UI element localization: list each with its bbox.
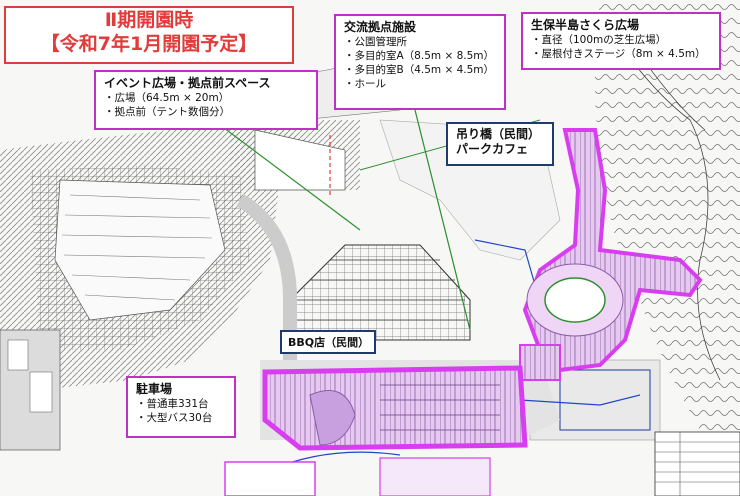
event-plaza-heading: イベント広場・拠点前スペース xyxy=(104,76,271,90)
bridge-cafe-box: 吊り橋（民間） パークカフェ xyxy=(446,122,554,166)
bbq-label: BBQ店（民間） xyxy=(288,336,370,349)
sakura-plaza-box: 生保半島さくら広場 ・直径（100mの芝生広場） ・屋根付きステージ（8m × … xyxy=(521,12,721,70)
exchange-facility-box: 交流拠点施設 ・公園管理所 ・多目的室A（8.5m × 8.5m） ・多目的室B… xyxy=(334,14,506,110)
parking-box: 駐車場 ・普通車331台 ・大型バス30台 xyxy=(126,376,236,438)
phase-title: Ⅱ期開園時 xyxy=(104,9,194,31)
event-plaza-box: イベント広場・拠点前スペース ・広場（64.5m × 20m） ・拠点前（テント… xyxy=(94,70,318,130)
event-plaza-item: ・拠点前（テント数個分） xyxy=(104,106,230,118)
sakura-plaza-item: ・直径（100mの芝生広場） xyxy=(531,34,667,46)
exchange-facility-item: ・ホール xyxy=(344,78,386,90)
sakura-plaza-item: ・屋根付きステージ（8m × 4.5m） xyxy=(531,48,706,60)
parking-item: ・大型バス30台 xyxy=(136,412,213,424)
sakura-plaza-heading: 生保半島さくら広場 xyxy=(531,18,640,32)
bbq-box: BBQ店（民間） xyxy=(280,330,376,354)
parking-item: ・普通車331台 xyxy=(136,398,209,410)
exchange-facility-heading: 交流拠点施設 xyxy=(344,20,417,34)
cafe-label: パークカフェ xyxy=(456,142,529,156)
event-plaza-item: ・広場（64.5m × 20m） xyxy=(104,92,230,104)
exchange-facility-item: ・多目的室A（8.5m × 8.5m） xyxy=(344,50,495,62)
exchange-facility-item: ・公園管理所 xyxy=(344,36,407,48)
opening-date: 【令和7年1月開園予定】 xyxy=(40,33,258,55)
phase-title-box: Ⅱ期開園時 【令和7年1月開園予定】 xyxy=(4,6,294,64)
exchange-facility-item: ・多目的室B（4.5m × 4.5m） xyxy=(344,64,495,76)
parking-heading: 駐車場 xyxy=(136,382,173,396)
bridge-label: 吊り橋（民間） xyxy=(456,127,541,141)
